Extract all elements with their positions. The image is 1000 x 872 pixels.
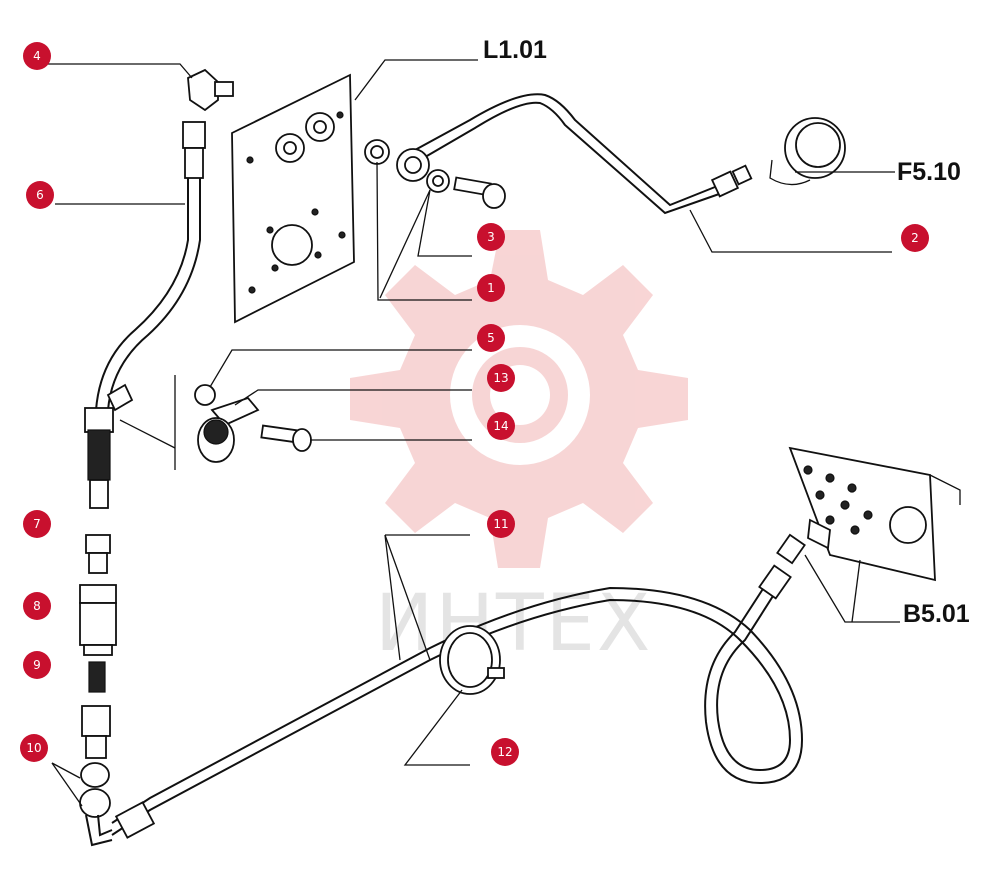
- callout-number: 7: [33, 517, 41, 531]
- callout-4[interactable]: 4: [23, 42, 51, 70]
- callout-13[interactable]: 13: [487, 364, 515, 392]
- callout-number: 6: [36, 188, 44, 202]
- callout-11[interactable]: 11: [487, 510, 515, 538]
- callout-number: 1: [487, 281, 495, 295]
- mounting-plate-b: [788, 446, 961, 582]
- callout-9[interactable]: 9: [23, 651, 51, 679]
- watermark: ИНТЕХ: [350, 230, 688, 669]
- leader-lines: [48, 59, 900, 807]
- gauge-pipe: [414, 93, 753, 215]
- callout-6[interactable]: 6: [26, 181, 54, 209]
- callout-number: 13: [493, 371, 508, 385]
- callout-number: 10: [26, 741, 41, 755]
- callout-number: 5: [487, 331, 495, 345]
- clamp-detail: [119, 375, 312, 470]
- pressure-gauge: [769, 117, 846, 186]
- callout-5[interactable]: 5: [477, 324, 505, 352]
- mounting-plate: [231, 73, 355, 324]
- ref-label-l101: L1.01: [483, 36, 547, 64]
- callout-number: 4: [33, 49, 41, 63]
- callout-3[interactable]: 3: [477, 223, 505, 251]
- ref-label-b501: B5.01: [903, 600, 970, 628]
- gear-icon: [350, 230, 688, 568]
- callout-number: 12: [497, 745, 512, 759]
- ref-label-f510: F5.10: [897, 158, 961, 186]
- callout-1[interactable]: 1: [477, 274, 505, 302]
- callout-number: 11: [493, 517, 508, 531]
- callout-2[interactable]: 2: [901, 224, 929, 252]
- callout-number: 9: [33, 658, 41, 672]
- callout-12[interactable]: 12: [491, 738, 519, 766]
- callout-14[interactable]: 14: [487, 412, 515, 440]
- banjo-fitting-parts: [364, 139, 506, 209]
- callout-number: 14: [493, 419, 508, 433]
- callout-number: 3: [487, 230, 495, 244]
- callout-number: 8: [33, 599, 41, 613]
- callout-10[interactable]: 10: [20, 734, 48, 762]
- callout-8[interactable]: 8: [23, 592, 51, 620]
- long-hose: [111, 533, 806, 839]
- callout-7[interactable]: 7: [23, 510, 51, 538]
- callout-number: 2: [911, 231, 919, 245]
